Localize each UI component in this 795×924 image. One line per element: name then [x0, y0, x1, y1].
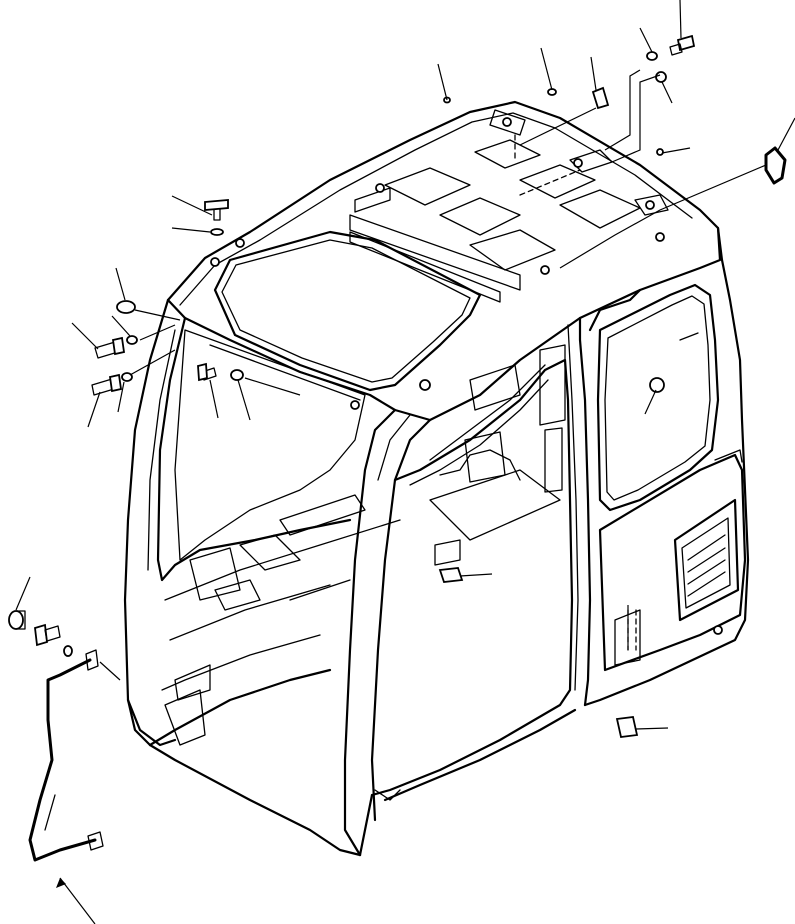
hidden-lines	[514, 134, 637, 651]
seals	[8, 86, 787, 630]
roof-hatch	[213, 230, 501, 392]
bolts	[34, 34, 696, 647]
pads	[438, 567, 639, 738]
side-panel	[598, 449, 747, 672]
door-opening	[370, 358, 577, 802]
washers	[63, 51, 667, 657]
cab-frame	[123, 100, 750, 857]
leader-lines	[15, 0, 795, 730]
side-window	[596, 283, 720, 512]
handrail	[28, 649, 121, 924]
